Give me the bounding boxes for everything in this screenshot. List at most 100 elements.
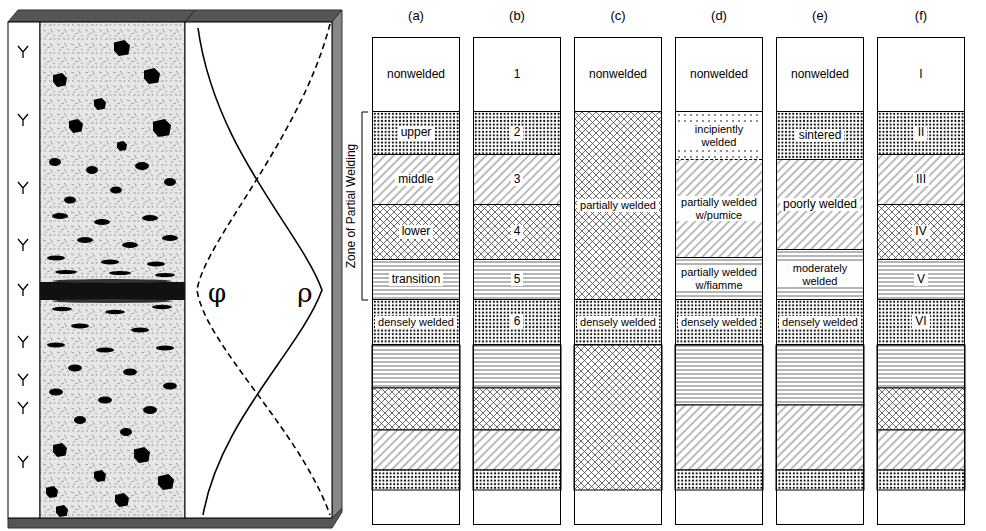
welding-zone-band: nonwelded — [676, 38, 762, 112]
pumice — [46, 486, 58, 498]
pumice — [69, 119, 83, 133]
band-fill — [474, 205, 560, 259]
fiamme — [152, 305, 172, 309]
welding-zone-band: 3 — [474, 155, 560, 205]
band-fill — [878, 260, 964, 299]
zone-label: 5 — [511, 273, 524, 286]
profile-panel — [185, 22, 332, 518]
band — [877, 430, 965, 470]
band-fill — [373, 155, 459, 204]
welding-zone-band: VI — [878, 300, 964, 345]
block-top — [8, 10, 342, 22]
column-letter: (a) — [373, 8, 459, 23]
pumice — [134, 447, 150, 463]
pumice — [49, 158, 61, 166]
column-letter: (f) — [878, 8, 964, 23]
band — [877, 345, 965, 388]
pumice — [144, 68, 160, 84]
block-edge — [185, 10, 195, 22]
band — [877, 388, 965, 430]
zone-label: I — [916, 68, 925, 81]
fiamme — [122, 242, 138, 248]
fiamme — [162, 235, 178, 241]
pumice — [86, 166, 98, 174]
zone-label: densely welded — [375, 316, 457, 328]
zone-label: middle — [395, 173, 436, 186]
pumice — [94, 98, 106, 110]
band-fill — [676, 300, 762, 344]
zone-label: VI — [912, 315, 929, 328]
welding-zone-band: partially welded w/pumice — [676, 160, 762, 258]
welding-zone-band: II — [878, 112, 964, 155]
pumice — [163, 383, 177, 390]
fiamme — [47, 343, 65, 348]
pumice — [74, 416, 86, 424]
welding-zone-band: 1 — [474, 38, 560, 112]
pumice — [114, 40, 130, 56]
zone-label: moderately welded — [777, 262, 863, 286]
fiamme — [96, 348, 114, 353]
zone-label: transition — [389, 273, 444, 286]
pipe-symbol — [18, 374, 28, 386]
pumice — [110, 187, 122, 194]
welding-zone-band: densely welded — [676, 300, 762, 345]
band-fill — [777, 160, 863, 249]
welding-zone-band: densely welded — [575, 300, 661, 345]
band — [473, 430, 561, 470]
welding-zone-band: nonwelded — [575, 38, 661, 112]
zone-label: nonwelded — [687, 68, 751, 81]
pumice — [120, 428, 132, 436]
column-letter: (c) — [575, 8, 661, 23]
band-fill — [474, 112, 560, 154]
pumice — [164, 178, 176, 186]
band-fill — [474, 300, 560, 344]
welding-zone-band: III — [878, 155, 964, 205]
band — [877, 470, 965, 490]
band-fill — [878, 205, 964, 259]
fiamme — [77, 237, 93, 243]
band — [675, 405, 763, 470]
pumice — [98, 397, 112, 404]
band — [473, 388, 561, 430]
pipe-symbol — [18, 114, 28, 126]
dense-band — [52, 279, 172, 283]
band — [776, 470, 864, 490]
welding-zone-band: 6 — [474, 300, 560, 345]
pumice — [135, 162, 149, 170]
band-fill — [575, 300, 661, 344]
pumice — [53, 443, 67, 457]
band — [675, 345, 763, 405]
band — [372, 430, 460, 470]
welding-zone-band: V — [878, 260, 964, 300]
welding-zone-band: transition — [373, 260, 459, 300]
zone-label: densely welded — [577, 316, 659, 328]
welding-zone-band: partially welded w/fiamme — [676, 258, 762, 300]
pipe-symbol — [18, 46, 28, 58]
zone-label: partially welded w/pumice — [676, 196, 762, 220]
band-fill — [878, 112, 964, 154]
fiamme — [52, 307, 72, 311]
welding-zone-band: sintered — [777, 112, 863, 160]
pipe-symbols — [18, 46, 28, 468]
fiamme — [147, 262, 165, 267]
band — [776, 345, 864, 405]
zone-label: sintered — [796, 129, 845, 142]
zone-label: nonwelded — [586, 68, 650, 81]
stratigraphic-column: (a)nonweldeduppermiddlelowertransitionde… — [372, 37, 460, 525]
band — [473, 345, 561, 388]
welding-zone-band: 4 — [474, 205, 560, 260]
vent-strip — [8, 22, 40, 518]
zone-label: 2 — [511, 126, 524, 139]
fiamme — [131, 328, 149, 333]
fiamme — [142, 215, 158, 221]
pumice — [153, 119, 171, 137]
pumice-fragments — [40, 40, 185, 517]
welding-zone-band: nonwelded — [373, 38, 459, 112]
tuff-column — [40, 22, 185, 518]
band-fill — [575, 112, 661, 299]
band-fill — [373, 260, 459, 299]
fiamme — [55, 270, 77, 274]
pumice — [49, 389, 63, 396]
fiamme — [105, 310, 125, 314]
